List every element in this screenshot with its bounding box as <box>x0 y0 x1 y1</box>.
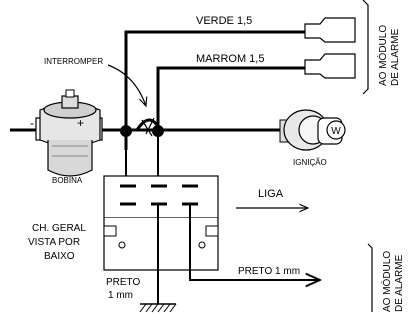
label-ignicao: IGNIÇÃO <box>293 158 327 167</box>
label-ch-geral-2: VISTA POR <box>28 237 80 248</box>
main-switch <box>103 175 219 271</box>
label-alarm-bottom: AO MÓDULO DE ALARME <box>380 251 405 312</box>
label-ch-geral-3: BAIXO <box>44 251 75 262</box>
label-alarm-top: AO MÓDULO DE ALARME <box>376 25 401 86</box>
label-minus: - <box>30 116 34 130</box>
label-preto-size: 1 mm <box>108 290 133 301</box>
label-alarm-bottom-1: AO MÓDULO <box>380 251 393 312</box>
label-marrom: MARROM 1,5 <box>196 53 264 65</box>
label-verde: VERDE 1,5 <box>196 15 252 27</box>
ignition-icon: W <box>279 109 346 151</box>
wires-to-switch <box>125 131 159 176</box>
ground-icon <box>139 303 177 313</box>
ignition-key-letter: W <box>331 126 341 137</box>
preto-alarm-wire <box>189 204 320 280</box>
label-alarm-bottom-2: DE ALARME <box>394 254 405 312</box>
alarm-bracket-top <box>362 0 369 95</box>
alarm-bracket-bottom <box>367 243 373 312</box>
label-plus: + <box>77 116 84 130</box>
connector-verde <box>304 17 356 43</box>
label-alarm-top-2: DE ALARME <box>390 28 401 86</box>
label-preto-1mm: PRETO 1 mm <box>238 266 300 277</box>
interromper-arrow <box>107 64 146 106</box>
label-liga: LIGA <box>258 188 284 200</box>
wire-verde <box>124 30 305 150</box>
coil-icon <box>35 89 103 177</box>
wire-marrom <box>156 66 305 130</box>
connector-marrom <box>304 53 356 79</box>
label-alarm-top-1: AO MÓDULO <box>376 25 389 86</box>
label-preto: PRETO <box>106 277 140 288</box>
label-interromper: INTERROMPER <box>44 57 103 66</box>
label-ch-geral-1: CH. GERAL <box>32 223 86 234</box>
label-bobina: BOBINA <box>52 176 83 185</box>
